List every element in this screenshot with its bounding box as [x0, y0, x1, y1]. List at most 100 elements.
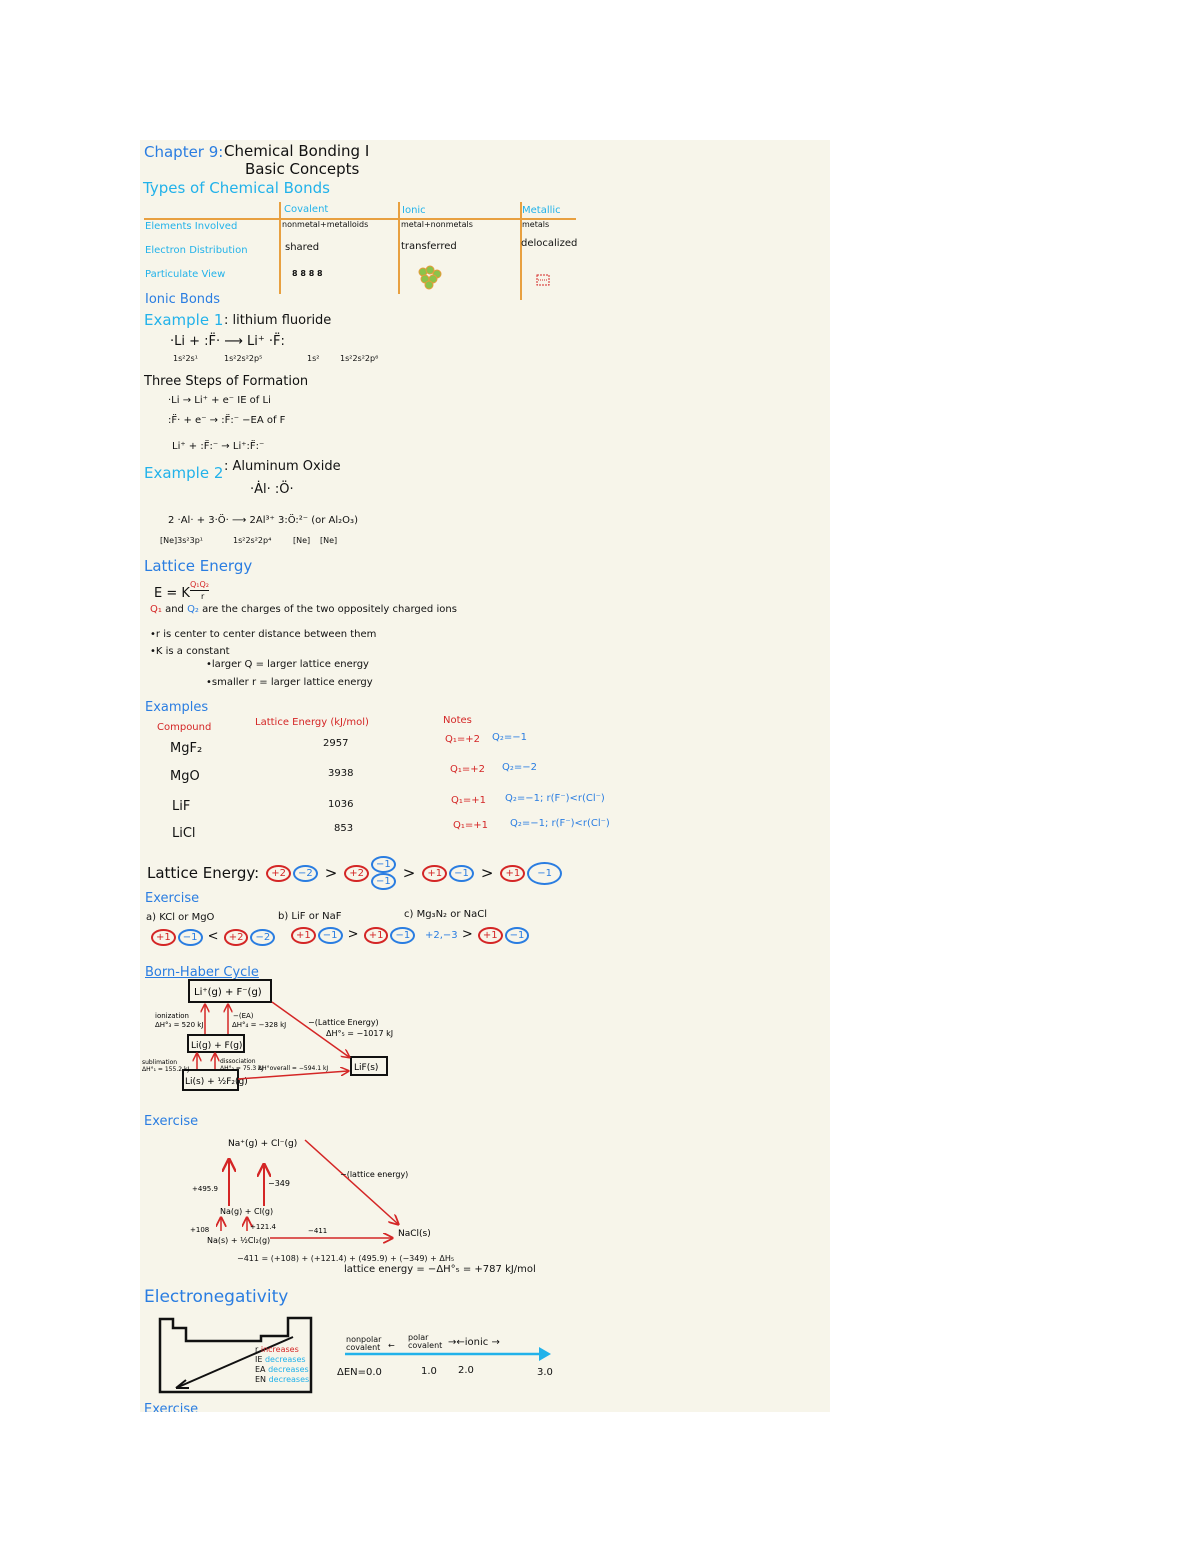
- cell: transferred: [401, 241, 457, 252]
- ea-value: ΔH°₄ = −328 kJ: [232, 1021, 286, 1029]
- config: 1s²2s²2p⁶: [340, 354, 379, 363]
- lattice-label: −(lattice energy): [340, 1170, 408, 1179]
- charge: +1: [363, 927, 389, 944]
- step: ·Li → Li⁺ + e⁻ IE of Li: [168, 395, 271, 406]
- overall-value: −411: [308, 1227, 327, 1235]
- lattice-arrow: [271, 1001, 349, 1057]
- scale-ionic-label: ←ionic →: [456, 1337, 500, 1348]
- charge: −1: [177, 929, 203, 946]
- scale-tick: 2.0: [458, 1365, 474, 1376]
- comparison: >: [461, 927, 473, 942]
- charge: +1: [291, 927, 316, 944]
- trend-symbol: EN: [255, 1375, 267, 1384]
- cation-charge: +2: [344, 864, 370, 882]
- nacl-atoms: Na(g) + Cl(g): [220, 1207, 273, 1216]
- scale-polar: polar covalent: [408, 1333, 443, 1350]
- nacl-ions: Na⁺(g) + Cl⁻(g): [228, 1139, 297, 1149]
- comparison: >: [347, 927, 359, 942]
- chapter-label: Chapter 9:: [144, 143, 224, 161]
- example2-dots: ·Ȧl· :Ö·: [250, 482, 294, 497]
- nacl-product: NaCl(s): [398, 1229, 431, 1239]
- trend-row: IE decreases: [255, 1355, 309, 1365]
- example2-label: Example 2: [144, 464, 224, 482]
- scale-tick: ΔEN=0.0: [337, 1367, 382, 1378]
- dissociation-value: ΔH°₂ = 75.3 kJ: [220, 1065, 264, 1072]
- energy: 1036: [328, 799, 354, 810]
- example1-label: Example 1: [144, 311, 224, 329]
- scale-tick: 1.0: [421, 1366, 437, 1377]
- box-elements-label: Li(s) + ½F₂(g): [185, 1077, 248, 1087]
- anion-charge: −1: [449, 865, 474, 882]
- notes-page: Chapter 9: Chemical Bonding I Basic Conc…: [140, 140, 830, 1412]
- compound: LiCl: [172, 826, 196, 841]
- comparison: <: [207, 929, 219, 944]
- col-energy: Lattice Energy (kJ/mol): [255, 717, 369, 728]
- anion-charge: −1: [371, 873, 396, 890]
- row-label: Particulate View: [145, 269, 226, 280]
- lattice-arrow: [304, 1139, 398, 1224]
- charge: −1: [390, 927, 416, 944]
- exercise3-heading: Exercise: [144, 1402, 199, 1412]
- config: 1s²2s²2p⁴: [233, 536, 272, 545]
- dissociation-label: dissociation: [220, 1058, 256, 1065]
- note-q2: Q₂=−1; r(F⁻)<r(Cl⁻): [505, 793, 605, 804]
- table-rule: [144, 218, 576, 220]
- energy: 2957: [323, 738, 349, 749]
- lattice-order-label: Lattice Energy:: [147, 863, 260, 882]
- note-q1: Q₁=+2: [445, 734, 480, 745]
- charge: +2: [223, 929, 249, 946]
- trend-row: EA decreases: [255, 1365, 309, 1375]
- config: [Ne]3s²3p¹: [160, 536, 203, 545]
- cell: nonmetal+metalloids: [282, 220, 369, 229]
- charge: −2: [250, 929, 276, 946]
- config: 1s²2s¹: [173, 354, 198, 363]
- sub-bullet: •smaller r = larger lattice energy: [206, 677, 373, 688]
- column-ionic: Ionic: [402, 205, 426, 216]
- metallic-lattice-icon: [536, 274, 550, 286]
- periodic-table-sketch: [158, 1316, 313, 1394]
- bullet-constant: •K is a constant: [150, 646, 230, 657]
- note-q2: Q₂=−1; r(F⁻)<r(Cl⁻): [510, 818, 610, 829]
- col-notes: Notes: [443, 715, 472, 726]
- anion-charge: −1: [527, 861, 562, 885]
- ea-value: −349: [268, 1179, 290, 1188]
- trend-word: decreases: [264, 1355, 306, 1364]
- config: [Ne]: [293, 536, 311, 545]
- covalent-particles: 8 8 8 8: [292, 269, 323, 278]
- scale-ionic: →←ionic →: [448, 1337, 500, 1348]
- example2-equation: 2 ·Al· + 3·Ö· ⟶ 2Al³⁺ 3:Ö:²⁻ (or Al₂O₃): [168, 515, 358, 526]
- example1-title: : lithium fluoride: [224, 313, 332, 328]
- example2-title: : Aluminum Oxide: [224, 459, 341, 474]
- overall-arrow: [237, 1071, 348, 1080]
- lattice-heading: Lattice Energy: [144, 557, 253, 575]
- steps-heading: Three Steps of Formation: [144, 374, 309, 389]
- row-label: Electron Distribution: [145, 245, 248, 256]
- ion-pair: +1−1: [421, 864, 475, 882]
- ea-label: −(EA): [233, 1012, 254, 1020]
- energy: 3938: [328, 768, 354, 779]
- anion-charge: −1: [371, 856, 396, 873]
- nacl-equation: −411 = (+108) + (+121.4) + (495.9) + (−3…: [237, 1254, 455, 1263]
- ion-pair: +2−1−1: [343, 856, 397, 890]
- lattice-value: ΔH°₅ = −1017 kJ: [326, 1029, 393, 1038]
- note-q1: Q₁=+1: [451, 795, 486, 806]
- sub-bullet: •larger Q = larger lattice energy: [206, 659, 369, 670]
- diss-value: +121.4: [250, 1223, 276, 1231]
- electronegativity-heading: Electronegativity: [144, 1287, 289, 1307]
- config: 1s²2s²2p⁵: [224, 354, 263, 363]
- box-product: [350, 1056, 388, 1076]
- row-label: Elements Involved: [145, 221, 238, 232]
- and-text: and: [161, 604, 188, 615]
- greater-than: >: [480, 863, 494, 882]
- trend-row: r increases: [255, 1345, 309, 1355]
- energy: 853: [334, 823, 354, 834]
- ion-pair: +2−2: [265, 864, 319, 882]
- cation-charge: +1: [500, 864, 526, 882]
- bond-types-heading: Types of Chemical Bonds: [143, 179, 330, 197]
- trend-symbol: IE: [255, 1355, 263, 1364]
- bullet-distance: •r is center to center distance between …: [150, 629, 377, 640]
- charge: −1: [504, 927, 530, 944]
- cation-charge: +1: [422, 865, 448, 882]
- q2-text: Q₂: [187, 604, 199, 615]
- compound: MgF₂: [170, 741, 203, 756]
